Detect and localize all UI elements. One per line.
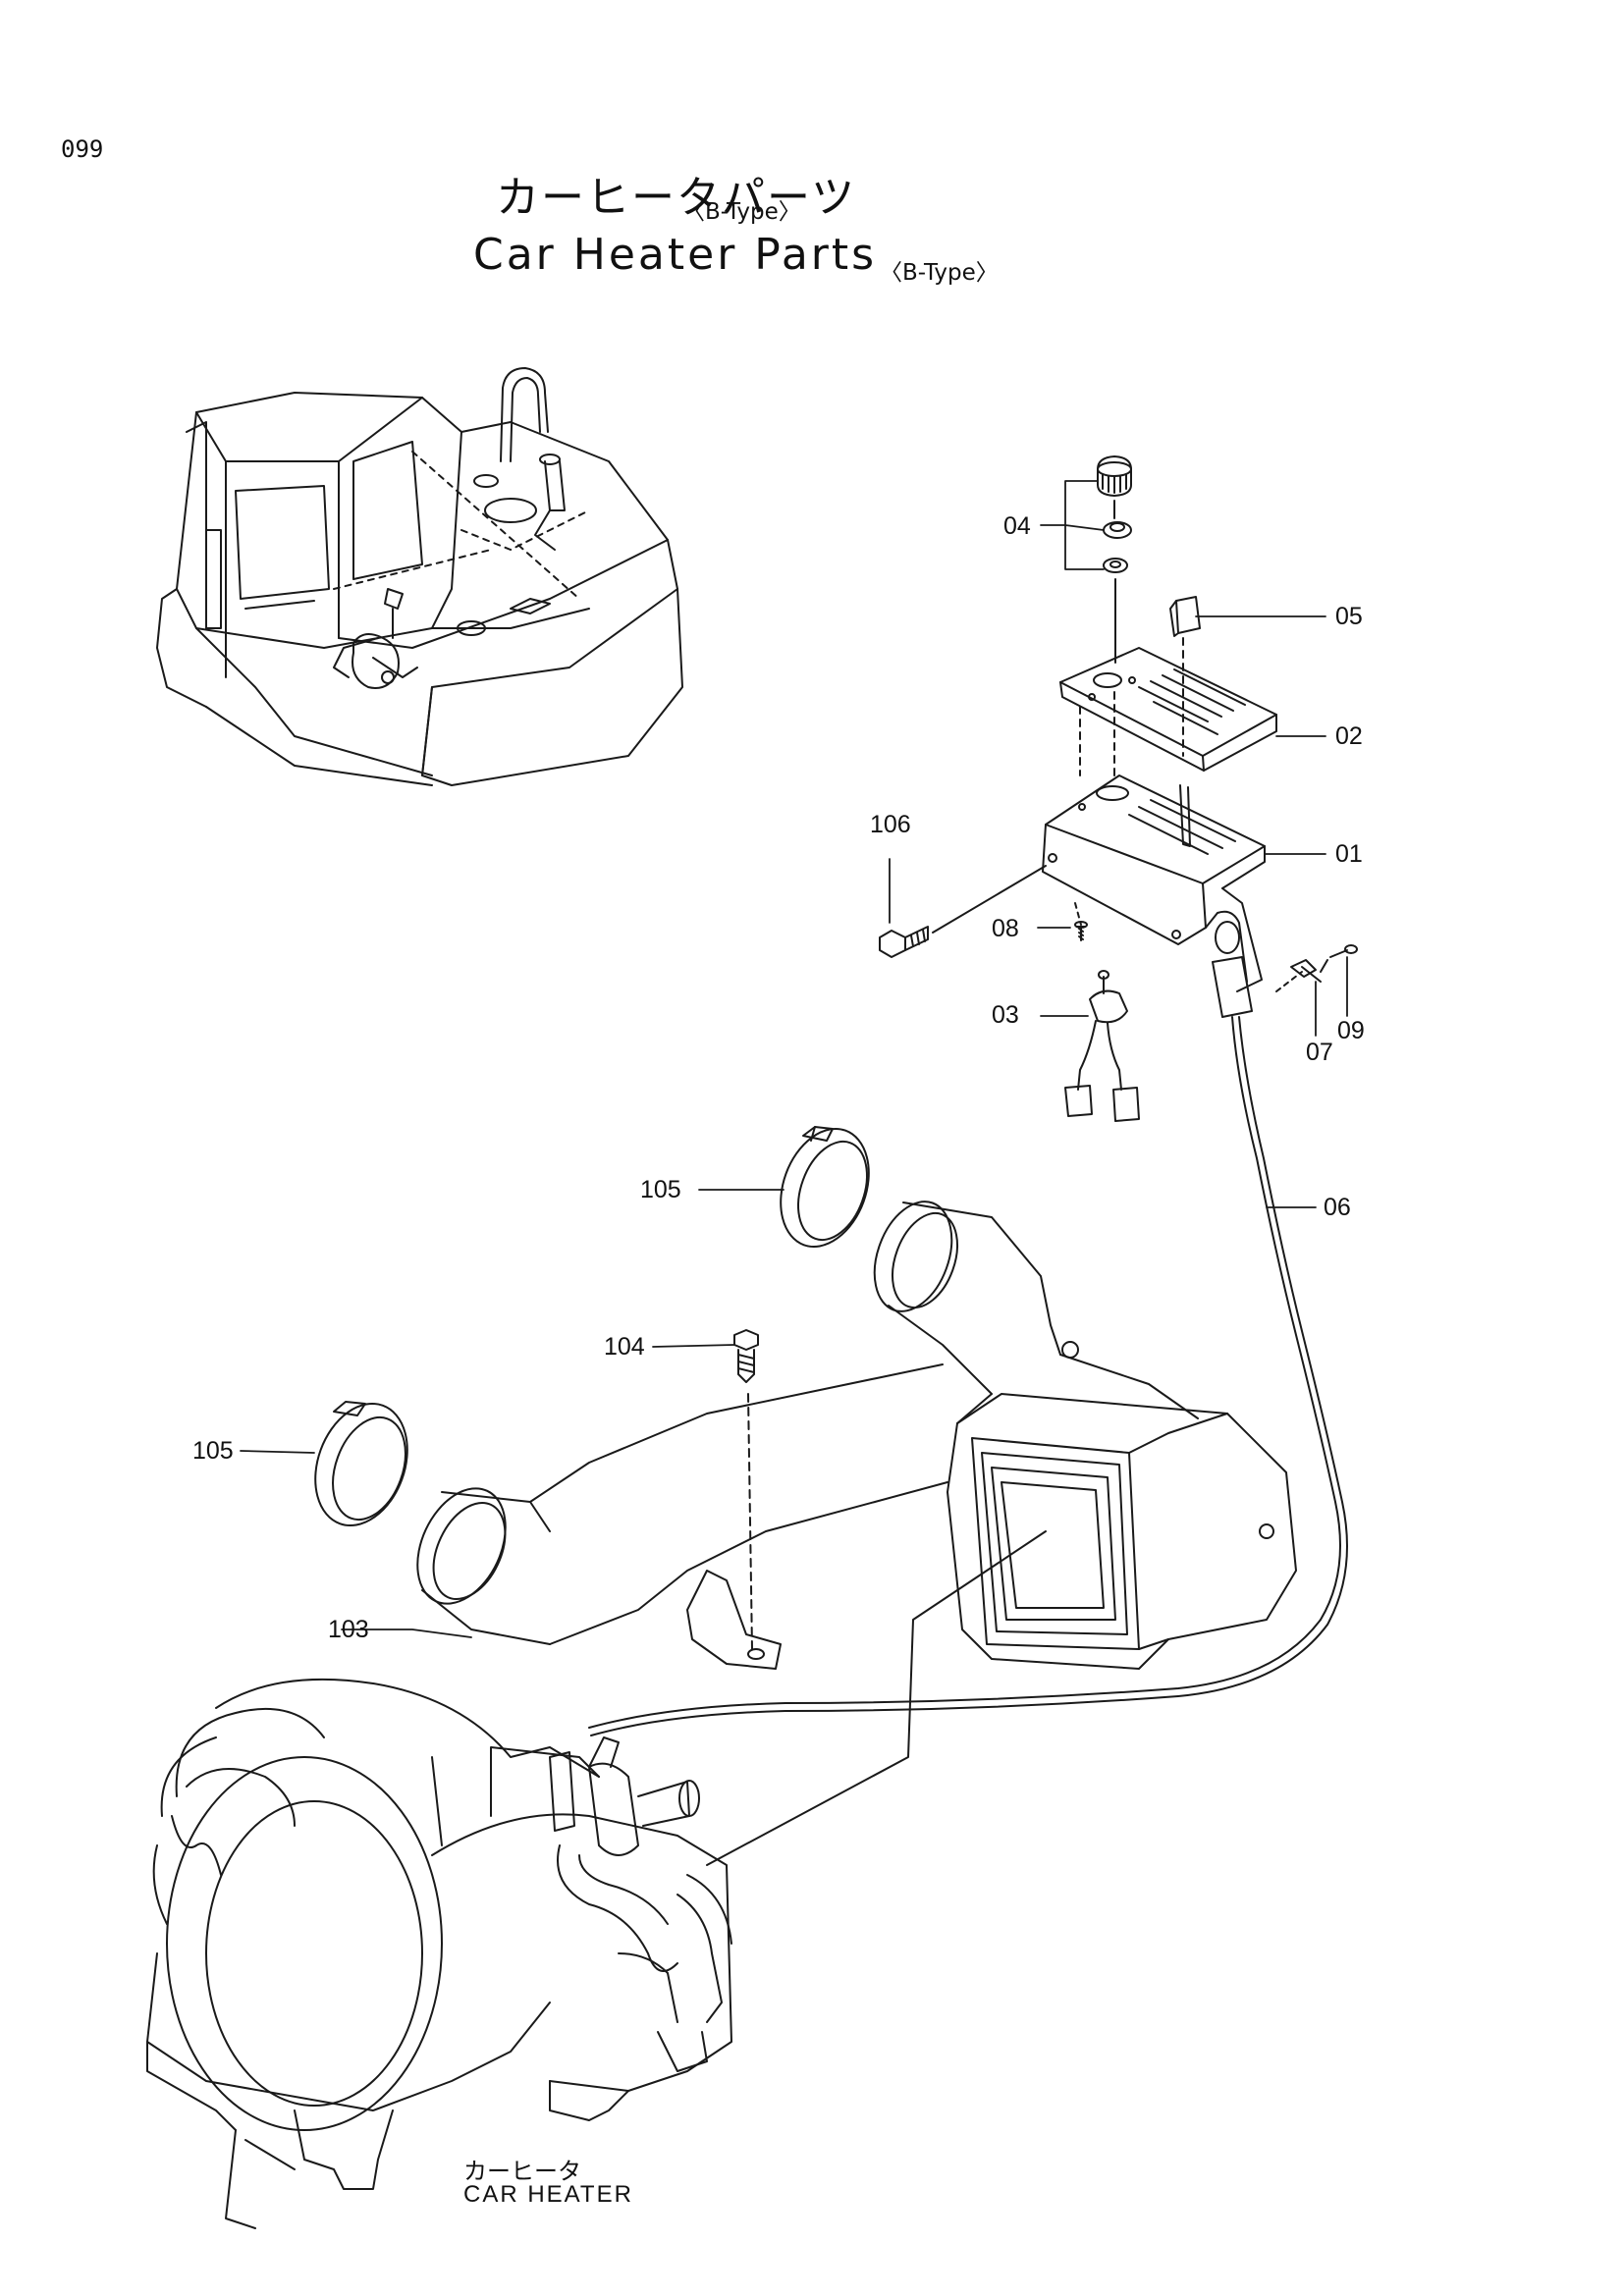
duct-drawing (314, 1126, 1297, 1866)
caption-japanese: カーヒータ (463, 2158, 581, 2185)
callout-01: 01 (1335, 840, 1363, 868)
title-english: Car Heater Parts (473, 230, 878, 280)
callout-06: 06 (1324, 1194, 1351, 1221)
callout-106: 106 (870, 811, 911, 838)
callout-103: 103 (328, 1616, 369, 1643)
title-japanese: カーヒータパーツ (496, 173, 857, 223)
callout-105-top: 105 (640, 1176, 681, 1203)
excavator-overview-drawing (156, 367, 683, 786)
car-heater-unit-drawing (146, 1678, 732, 2229)
control-panel-drawing (588, 455, 1358, 1736)
callout-03: 03 (992, 1001, 1019, 1029)
callout-105-left: 105 (192, 1437, 234, 1465)
callout-02: 02 (1335, 722, 1363, 750)
callout-05: 05 (1335, 603, 1363, 630)
page-number: 099 (61, 135, 104, 163)
callout-07: 07 (1306, 1039, 1333, 1066)
callout-04: 04 (1003, 512, 1031, 540)
callout-08: 08 (992, 915, 1019, 942)
callout-09: 09 (1337, 1017, 1365, 1044)
callout-104: 104 (604, 1333, 645, 1361)
title-japanese-variant: 〈B-Type〉 (682, 199, 801, 225)
title-english-variant: 〈B-Type〉 (880, 260, 999, 286)
caption-english: CAR HEATER (463, 2181, 633, 2208)
callout-leaders (240, 480, 1348, 1638)
